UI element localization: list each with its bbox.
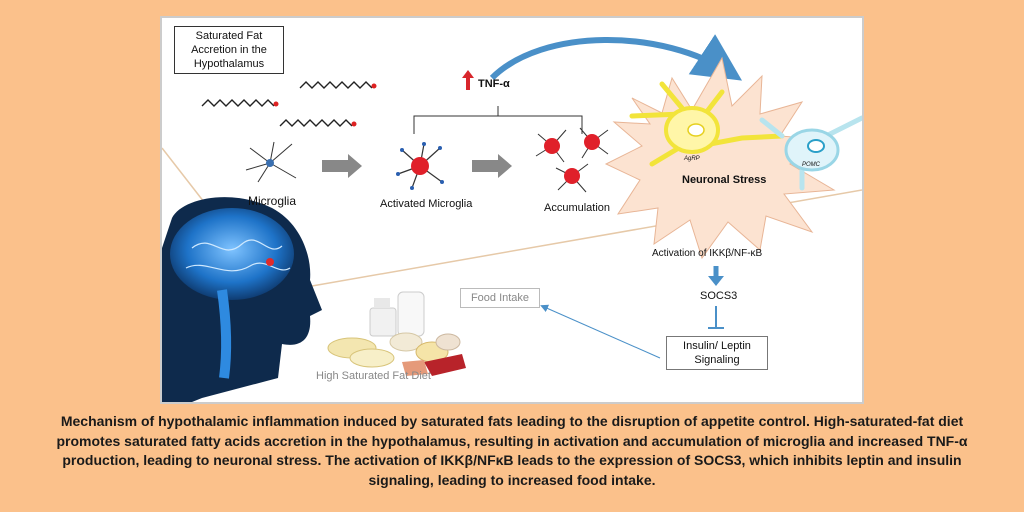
title-box-text: Saturated Fat Accretion in the Hypothala…	[191, 30, 267, 70]
insulin-leptin-text: Insulin/ Leptin Signaling	[683, 340, 751, 366]
curved-arrow-icon	[489, 34, 743, 81]
thin-arrow	[540, 304, 661, 359]
pomc-label: POMC	[802, 162, 820, 168]
microglia-label: Microglia	[248, 194, 297, 208]
pomc-neuron-icon	[759, 115, 862, 191]
microglia-icon	[245, 141, 297, 183]
tnf-label: TNF-α	[478, 78, 510, 90]
up-arrow-icon	[462, 70, 474, 90]
food-icon	[327, 291, 466, 376]
bracket	[413, 115, 583, 134]
title-box: Saturated Fat Accretion in the Hypothala…	[174, 26, 284, 74]
insulin-leptin-box: Insulin/ Leptin Signaling	[666, 336, 768, 370]
diagram-graphics	[162, 34, 862, 402]
diagram-panel: Saturated Fat Accretion in the Hypothala…	[160, 16, 864, 404]
agrp-label: AgRP	[684, 156, 700, 162]
grey-arrow-icon	[322, 154, 362, 178]
microglia-cluster-icon	[535, 127, 609, 193]
agrp-neuron-icon	[629, 81, 785, 167]
food-intake-box: Food Intake	[460, 288, 540, 308]
fatty-acid-chains	[201, 81, 373, 127]
neuronal-stress-burst	[604, 56, 836, 260]
figure-caption: Mechanism of hypothalamic inflammation i…	[56, 413, 968, 488]
diet-label: High Saturated Fat Diet	[316, 370, 431, 382]
activated-microglia-icon	[396, 142, 444, 190]
neuronal-stress-label: Neuronal Stress	[682, 174, 767, 186]
accumulation-label: Accumulation	[544, 202, 611, 214]
down-arrow-icon	[708, 276, 724, 286]
ikk-label: Activation of IKKβ/NF-κB	[652, 248, 763, 259]
activated-microglia-label: Activated Microglia	[380, 198, 473, 210]
head-brain-icon	[162, 197, 322, 402]
grey-arrow-icon	[472, 154, 512, 178]
food-intake-text: Food Intake	[470, 292, 530, 304]
socs3-label: SOCS3	[700, 290, 738, 302]
